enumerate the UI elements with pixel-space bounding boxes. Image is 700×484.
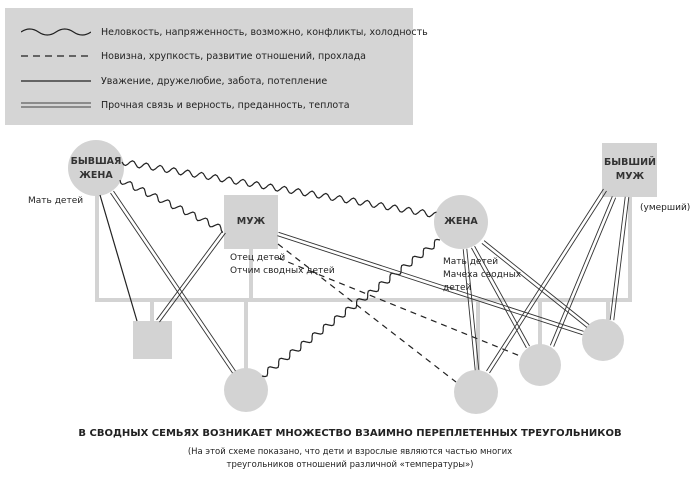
ex-wife-label-line2: ЖЕНА: [79, 170, 113, 181]
double-ex-husband-to-child-b: [489, 190, 607, 374]
wavy-ex-wife-to-husband: [119, 179, 224, 234]
child-circle-d: [582, 319, 624, 361]
ex-wife-label: БЫВШАЯ ЖЕНА: [70, 155, 122, 183]
ex-wife-label-line1: БЫВШАЯ: [70, 156, 122, 167]
husband-label: МУЖ: [236, 216, 266, 227]
child-circle-c: [519, 344, 561, 386]
legend-label: Неловкость, напряженность, возможно, кон…: [101, 26, 428, 38]
ex-wife-note: Мать детей: [28, 196, 84, 206]
solid-line-icon: [21, 80, 91, 82]
double-wife-to-child-c: [474, 245, 530, 347]
legend-label: Новизна, хрупкость, развитие отношений, …: [101, 50, 366, 62]
wife-note-2: Мачеха сводных: [443, 270, 522, 280]
ex-husband-note: (умерший): [640, 203, 691, 213]
double-ex-husband-to-child-b: [486, 188, 604, 372]
legend-item-dashed: Новизна, хрупкость, развитие отношений, …: [5, 48, 366, 64]
double-line-icon: [21, 102, 91, 108]
legend-item-solid: Уважение, дружелюбие, забота, потепление: [5, 73, 327, 89]
double-wife-to-child-c: [471, 247, 527, 349]
ex-husband-label: БЫВШИЙ МУЖ: [600, 156, 660, 184]
ex-wife-node: [68, 140, 124, 196]
double-wife-to-child-b: [466, 248, 480, 370]
ex-husband-label-line2: МУЖ: [615, 171, 645, 182]
caption-subtitle: (На этой схеме показано, что дети и взро…: [0, 446, 700, 472]
wavy-ex-wife-to-wife: [121, 160, 437, 218]
double-husband-to-child-d: [278, 231, 584, 332]
child-square-node: [133, 321, 172, 359]
legend-item-double: Прочная связь и верность, преданность, т…: [5, 97, 350, 113]
wavy-wife-to-child-a: [261, 238, 441, 378]
double-husband-to-child-square: [159, 232, 226, 323]
child-circle-b: [454, 370, 498, 414]
double-ex-wife-to-child-a: [113, 190, 236, 372]
double-ex-husband-to-child-c: [549, 196, 613, 346]
husband-note-2: Отчим сводных детей: [230, 266, 335, 276]
legend-item-wavy: Неловкость, напряженность, возможно, кон…: [5, 24, 428, 40]
family-connectors: [95, 195, 632, 372]
wavy-line-icon: [21, 28, 91, 36]
ex-husband-node: [602, 143, 657, 197]
legend-label: Прочная связь и верность, преданность, т…: [101, 99, 350, 111]
caption-subtitle-line2: треугольников отношений различной «темпе…: [226, 460, 474, 470]
double-ex-wife-to-child-a: [110, 192, 233, 374]
wife-note-1: Мать детей: [443, 257, 499, 267]
wife-label: ЖЕНА: [444, 216, 478, 227]
husband-node: [224, 195, 278, 249]
dashed-husband-to-child-b: [277, 243, 457, 383]
child-circle-a: [224, 368, 268, 412]
double-husband-to-child-d: [277, 235, 583, 336]
caption-title: В СВОДНЫХ СЕМЬЯХ ВОЗНИКАЕТ МНОЖЕСТВО ВЗА…: [78, 428, 622, 439]
double-husband-to-child-square: [156, 230, 223, 321]
ex-husband-label-line1: БЫВШИЙ: [604, 157, 656, 168]
double-wife-to-child-d: [481, 243, 588, 328]
legend-label: Уважение, дружелюбие, забота, потепление: [101, 75, 328, 87]
husband-note-1: Отец детей: [230, 253, 286, 263]
caption-subtitle-line1: (На этой схеме показано, что дети и взро…: [187, 447, 513, 457]
wife-note-3: детей: [443, 283, 472, 293]
wife-node: [434, 195, 488, 249]
double-ex-husband-to-child-d: [609, 196, 626, 320]
double-wife-to-child-b: [462, 249, 476, 371]
double-wife-to-child-d: [483, 240, 590, 325]
double-ex-husband-to-child-c: [553, 197, 617, 347]
double-ex-husband-to-child-d: [613, 197, 630, 321]
legend: Неловкость, напряженность, возможно, кон…: [5, 8, 428, 125]
solid-ex-wife-to-child-square: [99, 194, 138, 322]
